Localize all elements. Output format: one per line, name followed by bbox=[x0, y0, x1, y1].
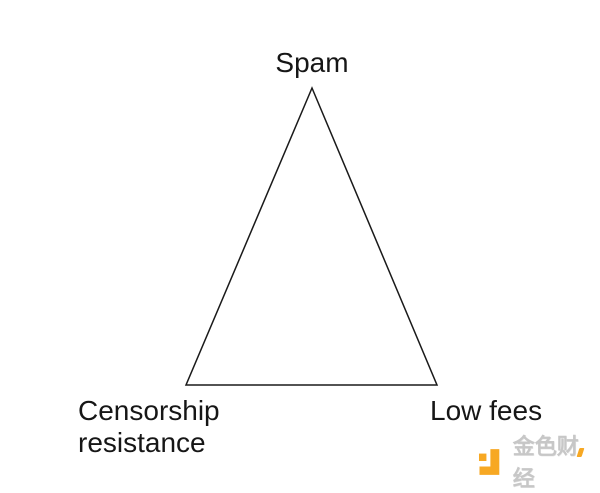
triangle-shape bbox=[184, 86, 439, 386]
label-censorship-line2: resistance bbox=[78, 427, 206, 458]
label-censorship-line1: Censorship bbox=[78, 395, 220, 426]
watermark: 金色财经 bbox=[478, 434, 600, 491]
watermark-brand-text: 金色财经 bbox=[512, 434, 579, 491]
jinse-finance-logo-icon bbox=[478, 449, 500, 475]
label-spam: Spam bbox=[275, 47, 349, 78]
label-censorship-resistance: Censorship resistance bbox=[78, 395, 220, 459]
triangle-outline bbox=[184, 86, 439, 386]
label-low-fees: Low fees bbox=[430, 395, 543, 426]
diagram-canvas: Spam Censorship resistance Low fees 金色财经 bbox=[78, 47, 600, 491]
